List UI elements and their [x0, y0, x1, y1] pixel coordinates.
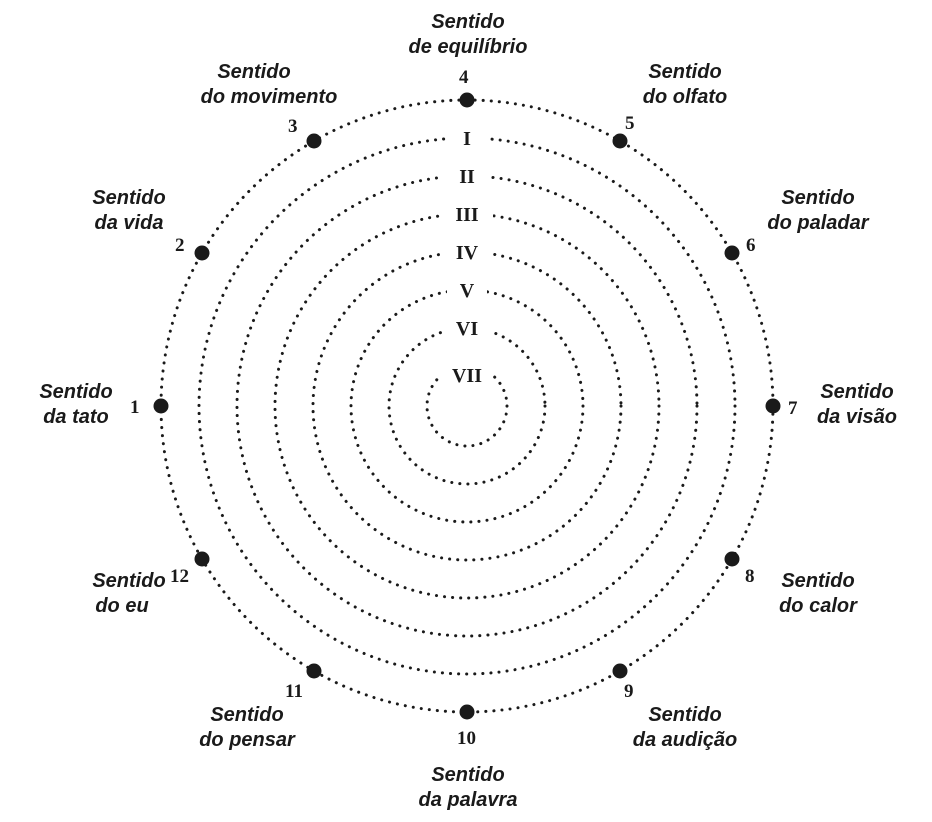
sense-dot-10	[459, 704, 475, 720]
sense-label-12: Sentido do eu	[92, 570, 165, 617]
sense-label-7-line2: da visão	[817, 406, 897, 428]
sense-number-3: 3	[288, 116, 298, 137]
sense-label-10-line1: Sentido	[431, 764, 504, 786]
ring-ii	[235, 174, 699, 638]
sense-dot-3	[306, 133, 322, 149]
sense-label-7-line1: Sentido	[820, 381, 893, 403]
ring-v	[349, 288, 585, 524]
sense-label-2-line1: Sentido	[92, 187, 165, 209]
sense-dot-11	[306, 663, 322, 679]
sense-label-6: Sentido do paladar	[767, 187, 869, 234]
ring-label-vi: VI	[456, 318, 478, 340]
sense-label-11-line1: Sentido	[210, 704, 283, 726]
sense-dot-7	[765, 398, 781, 414]
ring-label-vii: VII	[452, 365, 482, 387]
sense-label-4: Sentido de equilíbrio	[409, 11, 528, 58]
sense-label-3-line2: do movimento	[201, 86, 338, 108]
sense-label-10: Sentido da palavra	[419, 764, 518, 811]
sense-dot-8	[724, 551, 740, 567]
sense-label-4-line1: Sentido	[431, 11, 504, 33]
sense-dot-12	[194, 551, 210, 567]
sense-label-10-line2: da palavra	[419, 789, 518, 811]
sense-label-8: Sentido do calor	[779, 570, 858, 617]
sense-label-5-line1: Sentido	[648, 61, 721, 83]
sense-label-4-line2: de equilíbrio	[409, 36, 528, 58]
sense-number-12: 12	[170, 566, 189, 587]
sense-label-11-line2: do pensar	[199, 729, 296, 751]
roman-label-backgrounds	[441, 125, 493, 379]
ring-outer	[159, 98, 775, 714]
sense-number-11: 11	[285, 681, 303, 702]
sense-number-1: 1	[130, 397, 140, 418]
sense-label-5-line2: do olfato	[643, 86, 727, 108]
sense-label-1-line2: da tato	[43, 406, 109, 428]
ring-label-i: I	[463, 128, 471, 150]
sense-number-8: 8	[745, 566, 755, 587]
sense-dot-9	[612, 663, 628, 679]
sense-label-3-line1: Sentido	[217, 61, 290, 83]
sense-label-9: Sentido da audição	[633, 704, 737, 751]
sense-number-4: 4	[459, 67, 469, 88]
ring-label-v: V	[460, 280, 475, 302]
ring-labels: I II III IV V VI VII	[452, 128, 482, 387]
sense-numbers: 1 2 3 4 5 6 7 8 9 10 11 12	[130, 67, 798, 749]
sense-dot-4	[459, 92, 475, 108]
sense-label-5: Sentido do olfato	[643, 61, 727, 108]
ring-label-iii: III	[455, 204, 479, 226]
sense-dot-6	[724, 245, 740, 261]
sense-label-6-line1: Sentido	[781, 187, 854, 209]
ring-label-iv: IV	[456, 242, 479, 264]
sense-dot-2	[194, 245, 210, 261]
ring-vii	[425, 364, 509, 448]
sense-label-2-line2: da vida	[95, 212, 164, 234]
sense-label-9-line2: da audição	[633, 729, 737, 751]
sense-dot-1	[153, 398, 169, 414]
ring-vi	[387, 326, 547, 486]
sense-number-7: 7	[788, 398, 798, 419]
ring-label-ii: II	[459, 166, 475, 188]
sense-number-2: 2	[175, 235, 185, 256]
sense-label-9-line1: Sentido	[648, 704, 721, 726]
sense-label-2: Sentido da vida	[92, 187, 165, 234]
sense-number-6: 6	[746, 235, 756, 256]
sense-label-1-line1: Sentido	[39, 381, 112, 403]
rings	[159, 98, 775, 714]
sense-label-12-line2: do eu	[95, 595, 148, 617]
sense-label-3: Sentido do movimento	[201, 61, 338, 108]
sense-label-8-line1: Sentido	[781, 570, 854, 592]
sense-labels: Sentido da tato Sentido da vida Sentido …	[39, 11, 897, 811]
sense-dots	[153, 92, 781, 720]
sense-number-10: 10	[457, 728, 476, 749]
sense-label-7: Sentido da visão	[817, 381, 897, 428]
sense-label-1: Sentido da tato	[39, 381, 112, 428]
sense-label-12-line1: Sentido	[92, 570, 165, 592]
sense-dot-5	[612, 133, 628, 149]
sense-label-8-line2: do calor	[779, 595, 858, 617]
sense-number-9: 9	[624, 681, 634, 702]
sense-label-6-line2: do paladar	[767, 212, 869, 234]
sense-label-11: Sentido do pensar	[199, 704, 296, 751]
ring-iv	[311, 250, 623, 562]
ring-iii	[273, 212, 661, 600]
sense-number-5: 5	[625, 113, 635, 134]
